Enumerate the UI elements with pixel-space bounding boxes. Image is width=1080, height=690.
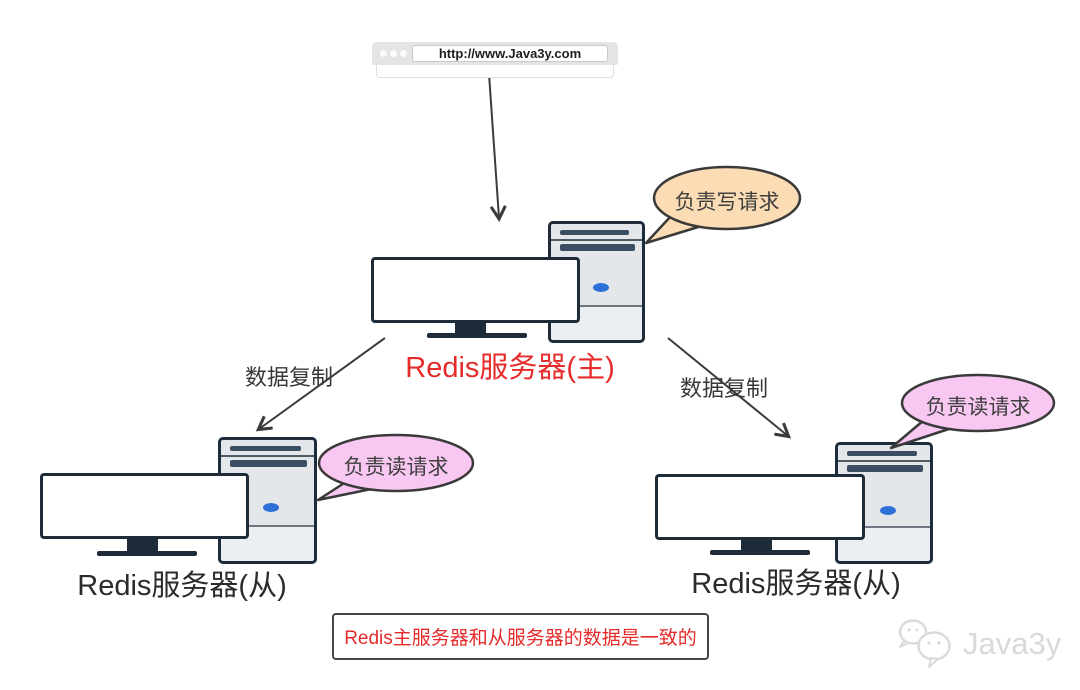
- monitor-stand: [741, 538, 772, 552]
- read-request-bubble-text-left: 负责读请求: [343, 456, 449, 479]
- master-monitor-icon: [371, 257, 580, 323]
- tower-seam: [837, 460, 931, 462]
- arrow-master-to-right-slave: [667, 337, 792, 439]
- right-slave-server-label: Redis服务器(从): [691, 568, 901, 600]
- write-request-bubble-text: 负责写请求: [674, 191, 780, 214]
- consistency-note-box: Redis主服务器和从服务器的数据是一致的: [332, 613, 709, 660]
- browser-content-strip: [376, 65, 614, 78]
- tower-seam: [220, 525, 315, 527]
- master-server-label: Redis服务器(主): [405, 352, 615, 384]
- power-led-icon: [880, 506, 896, 515]
- read-request-bubble-right: [889, 373, 1056, 450]
- replication-label-right: 数据复制: [680, 376, 769, 401]
- monitor-base: [427, 333, 527, 338]
- tower-seam: [550, 305, 643, 307]
- left-slave-server-label: Redis服务器(从): [77, 570, 287, 602]
- browser-toolbar: http://www.Java3y.com: [372, 42, 618, 65]
- browser-bar: http://www.Java3y.com: [372, 42, 618, 78]
- write-request-bubble: [644, 165, 802, 245]
- monitor-stand: [127, 537, 158, 552]
- left-slave-server-tower-icon: [218, 437, 317, 564]
- tower-seam: [550, 239, 643, 241]
- right-slave-monitor-icon: [655, 474, 865, 540]
- vent-bar: [847, 465, 923, 472]
- read-request-bubble-left: [316, 433, 475, 502]
- power-led-icon: [593, 283, 609, 292]
- vent-bar: [230, 446, 301, 451]
- vent-bar: [230, 460, 307, 467]
- vent-bar: [847, 451, 917, 456]
- browser-dot-icon: [380, 50, 387, 57]
- watermark-text: Java3y: [963, 626, 1062, 661]
- arrow-master-to-left-slave: [255, 337, 386, 432]
- read-request-bubble-text-right: 负责读请求: [925, 396, 1031, 419]
- url-field[interactable]: http://www.Java3y.com: [412, 45, 608, 62]
- watermark: Java3y: [893, 616, 1061, 672]
- vent-bar: [560, 230, 629, 235]
- consistency-note-text: Redis主服务器和从服务器的数据是一致的: [344, 628, 697, 649]
- monitor-base: [97, 551, 197, 556]
- monitor-stand: [455, 320, 486, 335]
- arrow-browser-to-master: [488, 73, 507, 222]
- tower-seam: [220, 455, 315, 457]
- browser-dot-icon: [390, 50, 397, 57]
- browser-dot-icon: [400, 50, 407, 57]
- vent-bar: [560, 244, 635, 251]
- wechat-icon: [898, 619, 951, 668]
- replication-label-left: 数据复制: [245, 365, 334, 390]
- tower-seam: [837, 526, 931, 528]
- power-led-icon: [263, 503, 279, 512]
- left-slave-monitor-icon: [40, 473, 249, 539]
- monitor-base: [710, 550, 810, 555]
- master-server-tower-icon: [548, 221, 645, 343]
